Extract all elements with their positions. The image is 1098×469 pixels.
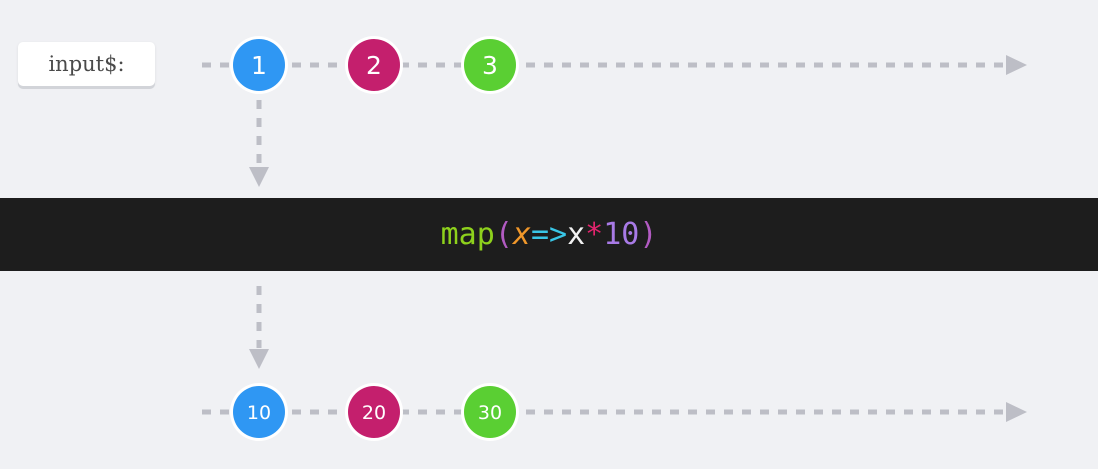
operator-param: x [512,217,531,252]
output-timeline-arrowhead [1006,402,1027,422]
operator-bar: map( x => x * 10 ) [0,198,1098,271]
operator-function-name: map [440,217,495,252]
connector-bottom [249,286,269,369]
input-timeline-arrowhead [1006,55,1027,75]
operator-var: x [567,217,586,252]
marble-fill [233,39,285,91]
input-timeline [202,55,1027,75]
operator-multiply: * [585,217,604,252]
marble-label: 30 [478,402,502,424]
operator-close-paren: ) [639,217,658,252]
marble-label: 3 [482,51,498,80]
marble-fill [464,39,516,91]
operator-open-paren: ( [494,217,513,252]
input-marble: 1 [230,36,288,94]
output-marble: 20 [345,383,403,441]
marble-label: 1 [251,51,267,80]
output-marble: 30 [461,383,519,441]
connector-bottom-arrowhead [249,349,269,369]
marble-label: 20 [362,402,386,424]
connector-top-arrowhead [249,167,269,187]
input-marble: 2 [345,36,403,94]
marble-fill [233,386,285,438]
connector-top [249,100,269,187]
marble-fill [348,386,400,438]
input-stream-label: input$: [18,42,155,86]
input-marble: 3 [461,36,519,94]
operator-arrow: => [530,217,568,252]
marble-label: 10 [247,402,271,424]
marble-fill [464,386,516,438]
operator-number: 10 [603,217,640,252]
output-timeline [202,402,1027,422]
output-marble: 10 [230,383,288,441]
marble-fill [348,39,400,91]
marble-label: 2 [366,51,382,80]
